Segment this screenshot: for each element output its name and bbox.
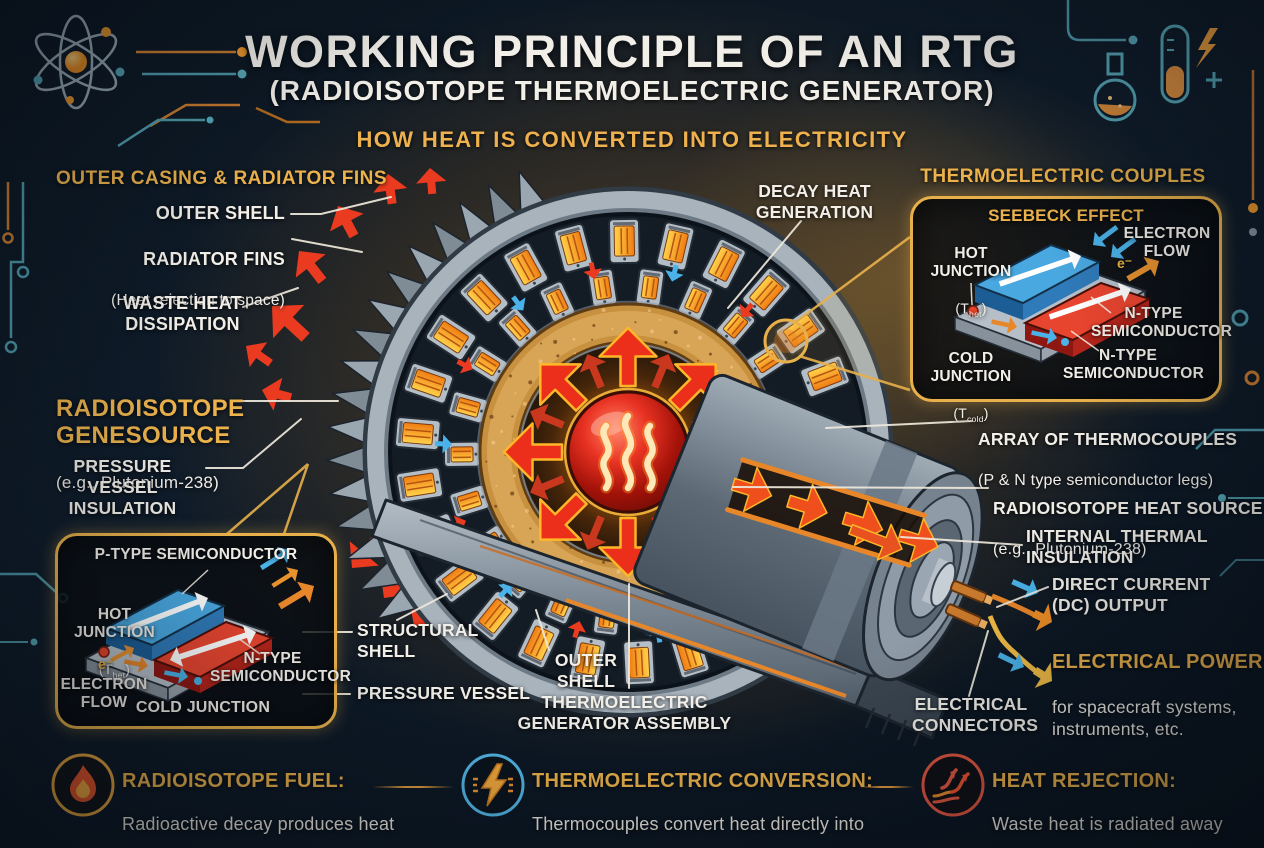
footer-text-rejection: HEAT REJECTION: Waste heat is radiated a… (992, 770, 1223, 835)
label-ntype-1: N-TYPE SEMICONDUCTOR (1091, 305, 1232, 340)
label-structural-shell: STRUCTURAL SHELL (357, 620, 479, 661)
label-cold-junction: COLD JUNCTION (135, 699, 271, 716)
label-electron-flow: ELECTRON FLOW (1123, 225, 1211, 260)
ptype-couple-inset: P-TYPE SEMICONDUCTOR HOT JUNCTION (Thet)… (55, 533, 351, 729)
seebeck-effect-inset: SEEBECK EFFECT HOT JUNCTION (Thet) ELECT… (910, 196, 1232, 424)
lightning-icon (461, 753, 525, 817)
label-pressure-vessel: PRESSURE VESSEL (357, 683, 531, 703)
footer-text-fuel: RADIOISOTOPE FUEL: Radioactive decay pro… (122, 770, 395, 835)
page-title: WORKING PRINCIPLE OF AN RTG (245, 26, 1019, 77)
label-tga: THERMOELECTRIC GENERATOR ASSEMBLY (517, 692, 732, 733)
page-subtitle: HOW HEAT IS CONVERTED INTO ELECTRICITY (356, 127, 908, 152)
label-outer-shell-bottom: OUTER SHELL (554, 650, 618, 691)
label-ntype-2: N-TYPE SEMICONDUCTOR (1063, 347, 1204, 382)
label-cold-junction: COLD JUNCTION (Tcold) (930, 350, 1012, 424)
label-dc-output: DIRECT CURRENT (DC) OUTPUT (1052, 574, 1211, 615)
electron-symbol: e⁻ (98, 656, 114, 672)
label-pressure-vessel-insulation: PRESSURE VESSEL INSULATION (68, 456, 177, 518)
label-outer-shell: OUTER SHELL (155, 203, 285, 223)
flame-icon (51, 753, 115, 817)
label-decay-heat: DECAY HEAT GENERATION (755, 181, 874, 222)
section-thermoelectric-couples: THERMOELECTRIC COUPLES (920, 166, 1206, 187)
heat-rejection-icon (921, 753, 985, 817)
label-internal-insulation: INTERNAL THERMAL INSULATION (1026, 526, 1208, 567)
label-ntype: N-TYPE SEMICONDUCTOR (210, 650, 351, 685)
page-title-line2: (RADIOISOTOPE THERMOELECTRIC GENERATOR) (269, 75, 995, 106)
footer-text-conversion: THERMOELECTRIC CONVERSION: Thermocouples… (532, 770, 874, 835)
section-outer-casing: OUTER CASING & RADIATOR FINS (56, 168, 388, 189)
inset-title-ptype: P-TYPE SEMICONDUCTOR (94, 546, 298, 563)
inset-title-seebeck: SEEBECK EFFECT (988, 206, 1144, 225)
label-connectors: ELECTRICAL CONNECTORS (912, 694, 1039, 735)
label-hot-junction: HOT JUNCTION (Thet) (930, 245, 1012, 319)
label-electrical-power: ELECTRICAL POWER for spacecraft systems,… (1052, 651, 1263, 740)
label-waste-heat: WASTE HEAT DISSIPATION (123, 293, 242, 334)
electron-symbol: e⁻ (1117, 255, 1133, 271)
